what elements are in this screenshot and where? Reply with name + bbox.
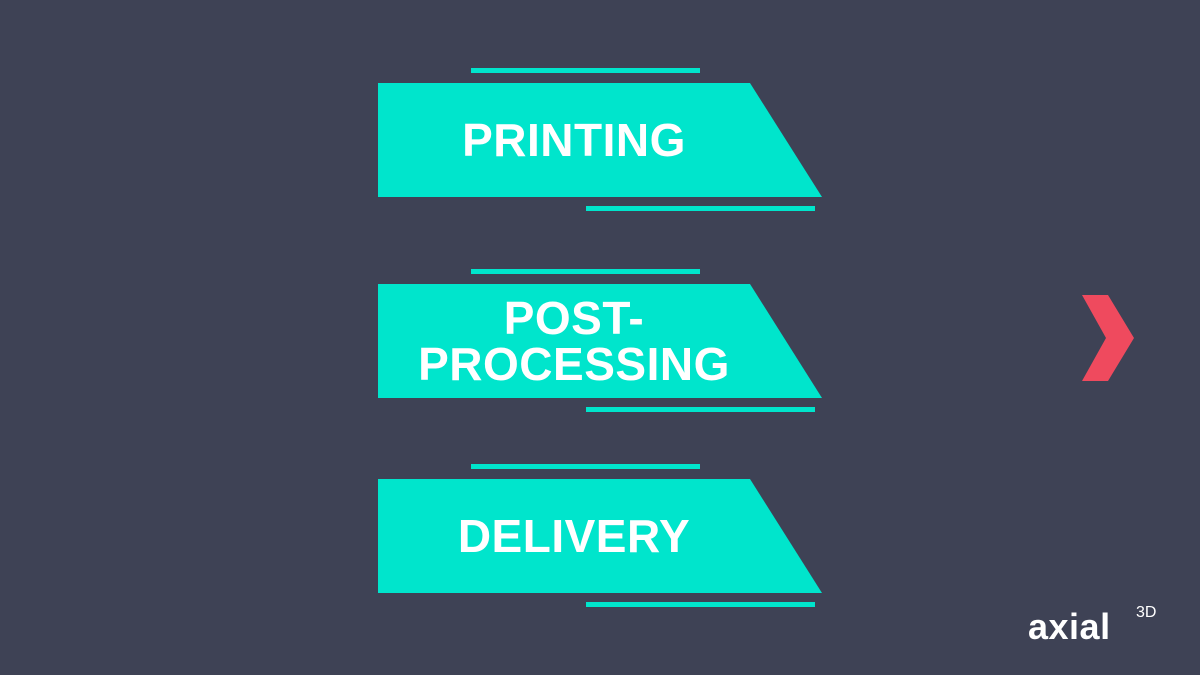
accent-line-top — [471, 68, 700, 73]
logo-superscript: 3D — [1136, 604, 1157, 621]
stage-banner: PRINTING — [378, 83, 822, 197]
banner-shape — [378, 479, 822, 593]
logo-wordmark: axial — [1028, 606, 1111, 647]
chevron-right-icon[interactable] — [1082, 295, 1134, 381]
stage-label: PRINTING — [462, 114, 686, 166]
stage-label: DELIVERY — [457, 510, 691, 562]
accent-line-bottom — [586, 602, 815, 607]
accent-line-top — [471, 269, 700, 274]
stage-label: POST- PROCESSING — [418, 292, 730, 390]
accent-line-bottom — [586, 407, 815, 412]
stage-banner: DELIVERY — [378, 479, 822, 593]
banner-shape — [378, 284, 822, 398]
accent-line-bottom — [586, 206, 815, 211]
axial3d-logo: axial 3D — [1028, 602, 1168, 652]
stage-banner: POST- PROCESSING — [378, 284, 822, 398]
banner-shape — [378, 83, 822, 197]
accent-line-top — [471, 464, 700, 469]
